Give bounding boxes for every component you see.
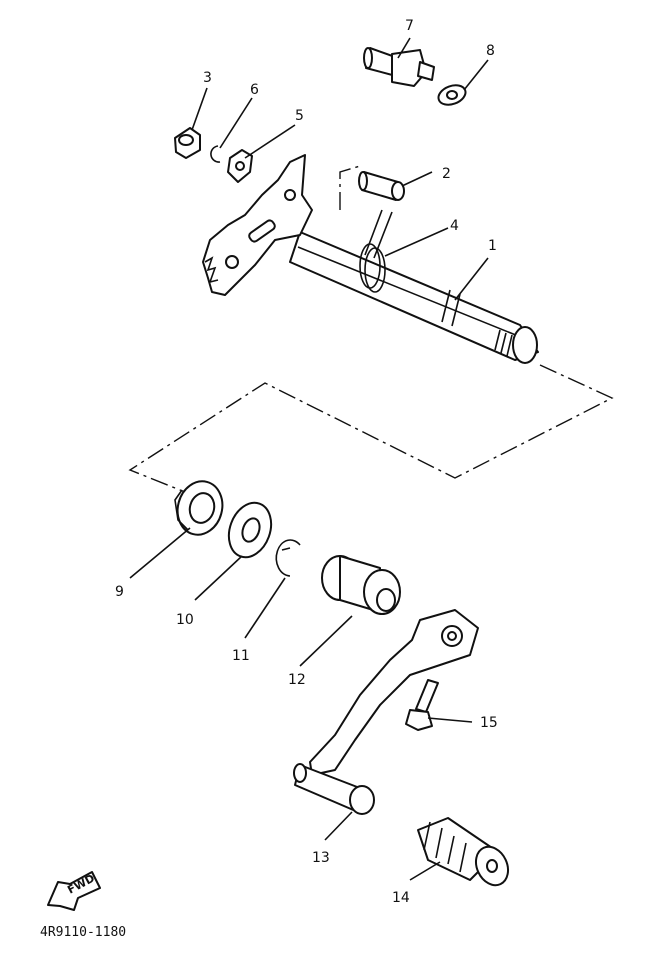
leader-lines [129, 37, 489, 881]
callout-4: 4 [450, 218, 459, 234]
leader-3 [191, 87, 208, 131]
nut [174, 127, 201, 159]
callout-15: 15 [480, 715, 498, 731]
assembly-outline [128, 364, 614, 493]
shift-pedal [293, 609, 479, 815]
leader-10 [194, 555, 243, 601]
circlip-large [275, 539, 301, 577]
callout-9: 9 [115, 584, 124, 600]
leader-9 [129, 527, 191, 579]
leader-2 [401, 171, 433, 187]
leader-7 [397, 37, 411, 59]
leader-1 [454, 257, 489, 301]
collar [321, 555, 401, 615]
callout-13: 13 [312, 850, 330, 866]
callout-5: 5 [295, 108, 304, 124]
leader-6 [219, 97, 253, 149]
leader-15 [427, 717, 473, 723]
leader-13 [324, 811, 353, 841]
pin [358, 171, 405, 201]
leader-14 [409, 861, 441, 881]
leader-4 [384, 227, 449, 257]
callout-7: 7 [405, 18, 414, 34]
shift-shaft [289, 231, 539, 364]
shift-lever-plate [202, 154, 313, 296]
callout-14: 14 [392, 890, 410, 906]
callout-6: 6 [250, 82, 259, 98]
callout-10: 10 [176, 612, 194, 628]
bearing [174, 480, 224, 536]
washer-small [437, 84, 467, 106]
callout-11: 11 [232, 648, 250, 664]
torsion-spring [359, 209, 393, 293]
fwd-arrow-icon: FWD [47, 871, 101, 911]
pedal-rubber [417, 817, 510, 887]
callout-1: 1 [488, 238, 497, 254]
callout-8: 8 [486, 43, 495, 59]
pinch-bolt [405, 679, 439, 731]
callout-3: 3 [203, 70, 212, 86]
leader-12 [299, 615, 353, 667]
callout-12: 12 [288, 672, 306, 688]
leader-8 [463, 59, 489, 91]
drawing-code: 4R9110-1180 [40, 925, 126, 940]
leader-11 [244, 577, 286, 639]
leader-5 [244, 124, 296, 159]
washer-large [227, 501, 273, 559]
callout-2: 2 [442, 166, 451, 182]
shaft-bolt [363, 47, 435, 87]
assembly-guide-top [339, 165, 361, 210]
circlip-small [210, 145, 221, 163]
